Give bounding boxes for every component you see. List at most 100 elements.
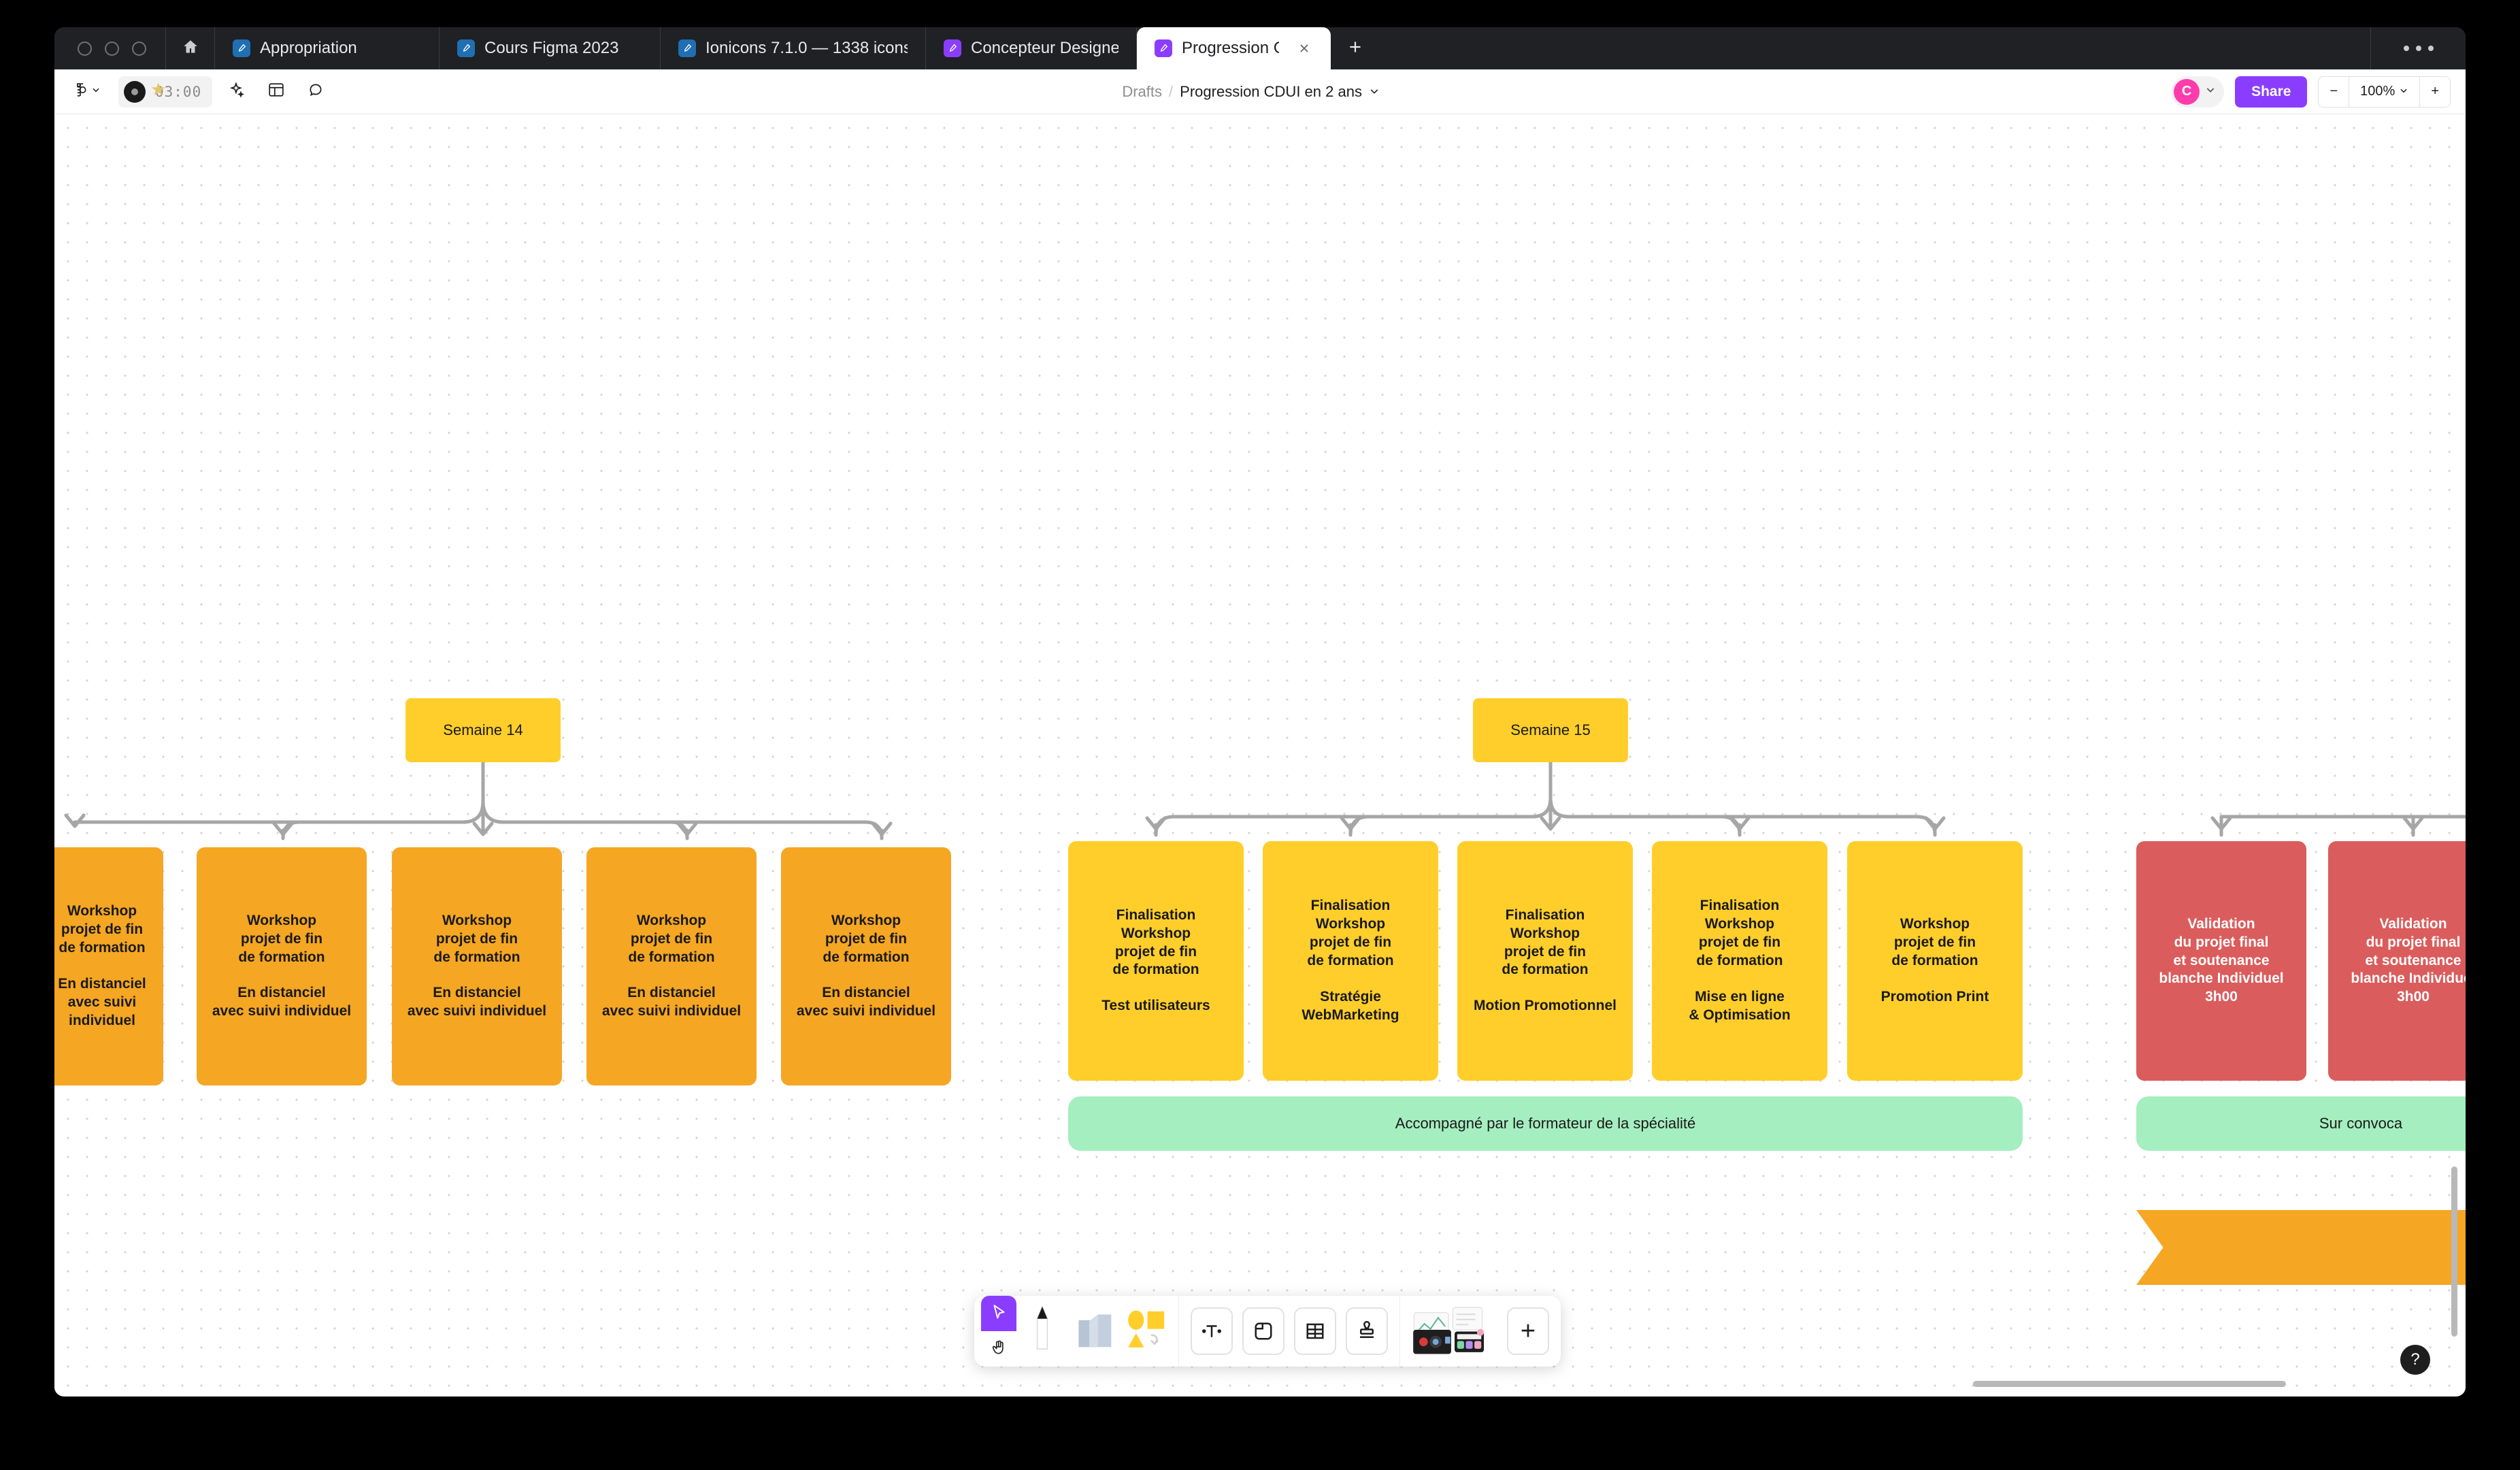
minimize-icon[interactable] <box>78 41 92 56</box>
arrowhead-w15-3 <box>1729 816 1751 831</box>
figma-file-icon <box>457 39 475 57</box>
horizontal-scrollbar[interactable] <box>1973 1381 2286 1387</box>
main-menu-button[interactable] <box>69 77 105 107</box>
browser-tab[interactable]: Appropriation <box>215 27 440 69</box>
card-subtitle-line: avec suivi individuel <box>601 1003 742 1019</box>
card-title-line: projet de fin <box>1698 934 1781 951</box>
comment-button[interactable] <box>301 77 331 107</box>
tab-close-button[interactable] <box>1295 39 1313 57</box>
week-node-label: Semaine 15 <box>1510 721 1591 738</box>
arrowhead-w14-3 <box>676 821 698 836</box>
browser-tab[interactable]: Progression CDUI en 2 ans <box>1137 27 1331 69</box>
card-title-line: Workshop <box>1510 925 1580 941</box>
more-tool[interactable]: + <box>1502 1296 1554 1367</box>
text-tool[interactable] <box>1186 1296 1238 1367</box>
card-subtitle-line: En distanciel <box>627 985 716 1001</box>
browser-tab-label: Appropriation <box>260 39 357 57</box>
zoom-in-button[interactable]: + <box>2419 76 2450 107</box>
section-tool[interactable] <box>1238 1296 1289 1367</box>
browser-tab[interactable]: Cours Figma 2023 <box>440 27 661 69</box>
plus-icon <box>1346 38 1364 59</box>
share-button[interactable]: Share <box>2235 76 2308 108</box>
vertical-scrollbar[interactable] <box>2451 1166 2457 1337</box>
arrowhead-w15-1 <box>1340 816 1361 831</box>
browser-tab[interactable]: Concepteur Designer UI <box>926 27 1137 69</box>
template-icon <box>268 82 284 101</box>
sticky-note-tool[interactable] <box>1068 1296 1120 1367</box>
connector-w15-1 <box>1348 796 1553 837</box>
window-controls[interactable] <box>54 27 166 69</box>
maximize-icon[interactable] <box>105 41 119 56</box>
new-tab-button[interactable] <box>1331 27 1380 69</box>
chevron-down-icon <box>2399 84 2408 99</box>
chevron-down-icon <box>91 85 101 98</box>
card-title-line: projet de fin <box>1309 934 1392 951</box>
cursor-hand-toggle[interactable] <box>981 1296 1016 1367</box>
arrowhead-w15-0 <box>1145 816 1167 831</box>
connector-w14-3 <box>481 800 689 840</box>
card-subtitle-line: & Optimisation <box>1689 1007 1791 1023</box>
ribbon-shape[interactable] <box>2136 1210 2466 1285</box>
card-title-line: projet de fin <box>1114 943 1197 960</box>
card-title-line: de formation <box>1502 962 1589 978</box>
home-button[interactable] <box>166 27 215 69</box>
shapes-icon <box>1125 1309 1167 1354</box>
zoom-out-button[interactable]: − <box>2330 84 2338 99</box>
toolbar-right-group: C Share − 100% + <box>2171 76 2451 108</box>
zoom-level-button[interactable]: 100% <box>2349 76 2419 107</box>
info-banner-label: Sur convoca <box>2319 1115 2403 1132</box>
table-tool[interactable] <box>1289 1296 1341 1367</box>
figma-file-icon <box>678 39 696 57</box>
card-subtitle-line: du projet final <box>2174 934 2269 950</box>
browser-tab[interactable]: Ionicons 7.1.0 — 1338 icons pack (C <box>661 27 926 69</box>
connector-w15-4 <box>1548 796 1937 837</box>
stamp-icon <box>1346 1307 1388 1355</box>
figjam-bottom-toolbar: + <box>974 1296 1561 1367</box>
cursor-tool[interactable] <box>981 1296 1016 1331</box>
widgets-tool[interactable] <box>1407 1296 1502 1367</box>
info-banner[interactable]: Accompagné par le formateur de la spécia… <box>1068 1096 2023 1151</box>
stamp-tool[interactable] <box>1341 1296 1393 1367</box>
card-subtitle-line: Validation <box>2379 915 2447 932</box>
card-subtitle-line: 3h00 <box>2205 989 2238 1005</box>
sticky-note-icon <box>1073 1309 1115 1354</box>
week-node[interactable]: Semaine 15 <box>1473 698 1628 762</box>
week-node[interactable]: Semaine 14 <box>405 698 561 762</box>
card-title-line: projet de fin <box>240 930 323 947</box>
card-subtitle-line: et soutenance <box>2173 952 2270 968</box>
card-subtitle-line: Validation <box>2187 915 2255 932</box>
browser-tab-label: Cours Figma 2023 <box>484 39 619 57</box>
arrowhead-validation-0 <box>2210 816 2232 831</box>
browser-menu-button[interactable] <box>2370 27 2466 69</box>
hand-tool[interactable] <box>981 1331 1016 1367</box>
chevron-down-icon[interactable] <box>1369 83 1380 101</box>
template-button[interactable] <box>261 77 291 107</box>
toolbar-group-widgets: + <box>1399 1296 1561 1367</box>
zoom-level-value: 100% <box>2360 84 2395 99</box>
shapes-tool[interactable] <box>1120 1296 1172 1367</box>
collaborators-chip[interactable]: C <box>2171 76 2225 108</box>
info-banner[interactable]: Sur convoca <box>2136 1096 2466 1151</box>
close-icon[interactable] <box>132 41 146 56</box>
help-button[interactable]: ? <box>2400 1345 2430 1375</box>
arrowhead-validation-1 <box>2402 816 2424 831</box>
section-icon <box>1242 1307 1284 1355</box>
actions-button[interactable] <box>222 77 252 107</box>
timer-widget[interactable]: ★ 03:00 <box>118 76 213 108</box>
breadcrumb-file-name[interactable]: Progression CDUI en 2 ans <box>1180 82 1362 100</box>
pen-tool[interactable] <box>1016 1296 1068 1367</box>
breadcrumb-root[interactable]: Drafts <box>1122 82 1163 100</box>
